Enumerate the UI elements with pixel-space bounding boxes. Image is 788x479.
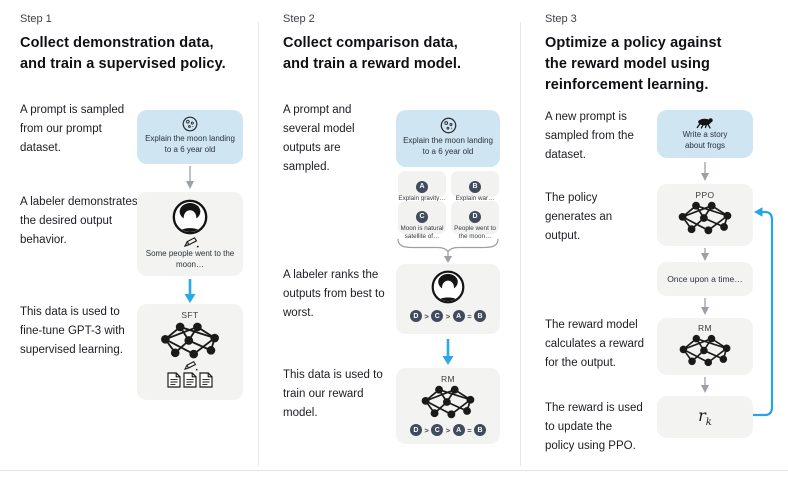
output-badge-a: A [416,180,428,193]
down-arrow-gray-icon [701,298,709,315]
output-text-a: Explain gravity… [398,195,446,202]
step2-rm-box: RM D > C > A = B [396,368,500,444]
ppo-model-label: PPO [695,190,715,200]
output-text-d: People went to the moon… [454,225,496,240]
step1-labeler-box: Some people went to the moon… [137,192,243,276]
output-card-d: D People went to the moon… [451,201,499,240]
output-text-b: Explain war… [455,195,495,202]
brace-icon [397,238,499,252]
rank-op: > [424,425,429,435]
down-arrow-gray-icon [186,166,194,189]
pencil-icon [137,360,243,371]
labeler-avatar-icon [137,199,243,235]
neural-network-icon [657,201,753,235]
rank-badge: A [452,424,465,436]
step1-annotation-labeler: A labeler demonstrates the desired outpu… [20,196,138,246]
rank-badge: D [409,310,422,322]
step2-title-line2: and train a reward model. [283,56,462,72]
step3-prompt-text: Write a story about frogs [682,130,728,150]
bottom-rule [0,470,788,471]
output-badge-b: B [469,180,481,193]
rank-badge: B [474,310,487,322]
rank-badge: C [431,310,444,322]
rank-op: > [424,311,429,321]
down-arrow-gray-icon [444,251,452,263]
output-card-a: A Explain gravity… [398,171,446,202]
down-arrow-gray-icon [701,162,709,181]
step3-reward-box: rk [657,396,753,438]
documents-icon [137,372,243,388]
rank-op: > [445,311,451,321]
neural-network-icon [657,334,753,367]
step1-label: Step 1 [20,13,52,25]
column-divider [520,22,521,466]
step3-annotation-new-prompt: A new prompt is sampled from the dataset… [545,111,634,161]
step1-prompt-text: Explain the moon landing to a 6 year old [145,134,235,154]
step1-title-line1: Collect demonstration data, [20,35,214,51]
feedback-loop-arrow-icon [753,207,774,417]
step2-title: Collect comparison data, and train a rew… [283,33,461,75]
step1-annotation-prompt: A prompt is sampled from our prompt data… [20,104,125,154]
rank-badge: D [409,424,422,436]
labeler-avatar-icon [396,270,500,304]
step1-title-line2: and train a supervised policy. [20,56,226,72]
step1-annotation-finetune: This data is used to fine-tune GPT-3 wit… [20,306,125,356]
down-arrow-gray-icon [701,248,709,261]
step2-annotation-sampled: A prompt and several model outputs are s… [283,104,355,173]
down-arrow-blue-icon [442,339,454,365]
rank-op: > [445,425,451,435]
step3-annotation-ppo-update: The reward is used to update the policy … [545,402,643,452]
step3-annotation-reward-calc: The reward model calculates a reward for… [545,319,645,369]
rank-badge: B [474,424,487,436]
pencil-icon [137,236,243,248]
ranking-row: D > C > A = B [396,424,500,436]
output-card-c: C Moon is natural satellite of… [398,201,446,240]
down-arrow-blue-icon [184,279,196,303]
moon-icon [396,116,500,135]
rank-badge: A [452,310,465,322]
rm-model-label: RM [440,374,456,384]
output-badge-c: C [416,210,428,223]
moon-icon [137,115,243,133]
step3-prompt-box: Write a story about frogs [657,110,753,158]
rank-badge: C [431,424,444,436]
output-card-b: B Explain war… [451,171,499,202]
step2-annotation-train-rm: This data is used to train our reward mo… [283,369,383,419]
step1-title: Collect demonstration data, and train a … [20,33,226,75]
step3-ppo-box: PPO [657,184,753,246]
down-arrow-gray-icon [701,377,709,393]
column-divider [258,22,259,466]
step1-sft-box: SFT [137,304,243,400]
reward-value: rk [698,405,712,429]
neural-network-icon [396,385,500,419]
ranking-row: D > C > A = B [396,310,500,322]
step3-title-line1: Optimize a policy against [545,35,722,51]
frog-icon [657,116,753,129]
step3-title-line3: reinforcement learning. [545,77,709,93]
step2-prompt-box: Explain the moon landing to a 6 year old [396,110,500,167]
step2-annotation-ranks: A labeler ranks the outputs from best to… [283,269,385,319]
step3-title: Optimize a policy against the reward mod… [545,33,722,96]
rm-model-label: RM [697,323,713,333]
output-text-c: Moon is natural satellite of… [400,225,444,240]
step2-title-line1: Collect comparison data, [283,35,458,51]
rank-op: = [467,311,472,321]
step2-labeler-box: D > C > A = B [396,264,500,334]
step1-prompt-box: Explain the moon landing to a 6 year old [137,110,243,164]
step3-output-text: Once upon a time… [667,273,743,284]
step2-label: Step 2 [283,13,315,25]
step1-demo-text: Some people went to the moon… [145,249,235,269]
step3-rm-box: RM [657,318,753,375]
neural-network-icon [137,322,243,359]
output-badge-d: D [469,210,481,223]
step3-output-box: Once upon a time… [657,262,753,296]
step3-title-line2: the reward model using [545,56,710,72]
rank-op: = [467,425,472,435]
step3-annotation-policy: The policy generates an output. [545,192,613,242]
sft-model-label: SFT [181,310,199,320]
step3-label: Step 3 [545,13,577,25]
step2-prompt-text: Explain the moon landing to a 6 year old [403,136,493,156]
